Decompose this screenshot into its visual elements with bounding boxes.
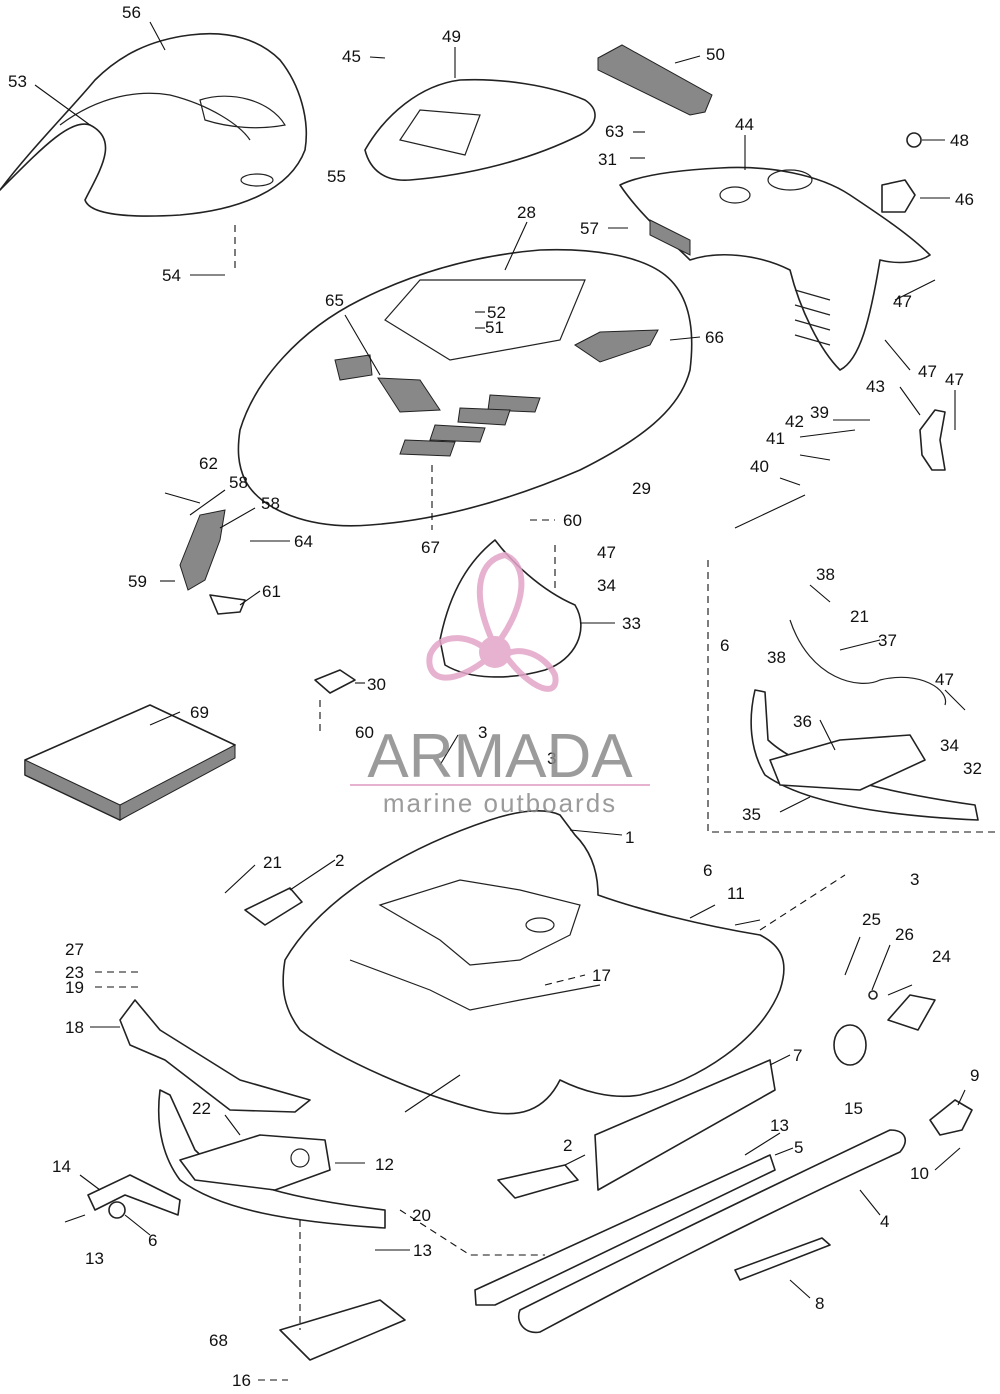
callout-41: 41 [766,429,785,448]
watermark-tagline: marine outboards [383,788,617,818]
callout-29: 29 [632,479,651,498]
callout-16: 16 [232,1371,251,1390]
callout-42: 42 [785,412,804,431]
callout-38-b: 38 [767,648,786,667]
callout-30: 30 [367,675,386,694]
callout-22: 22 [192,1099,211,1118]
callout-53: 53 [8,72,27,91]
callout-28: 28 [517,203,536,222]
callout-6-b: 6 [703,861,712,880]
callout-39: 39 [810,403,829,422]
callout-49: 49 [442,27,461,46]
callout-40: 40 [750,457,769,476]
callout-47-a: 47 [893,292,912,311]
callout-9: 9 [970,1066,979,1085]
callout-45: 45 [342,47,361,66]
callout-52: 52 [487,303,506,322]
callout-66: 66 [705,328,724,347]
callout-47-e: 47 [935,670,954,689]
callout-68: 68 [209,1331,228,1350]
callout-35: 35 [742,805,761,824]
callout-43: 43 [866,377,885,396]
callout-21-a: 21 [850,607,869,626]
callout-24: 24 [932,947,951,966]
callout-3-b: 3 [547,749,556,768]
callout-46: 46 [955,190,974,209]
callout-25: 25 [862,910,881,929]
callout-60-b: 60 [355,723,374,742]
callout-6-a: 6 [720,636,729,655]
callout-labels: 56 53 45 49 50 63 31 44 48 55 46 54 57 2… [8,3,982,1390]
callout-62: 62 [199,454,218,473]
callout-50: 50 [706,45,725,64]
callout-19: 19 [65,978,84,997]
callout-32: 32 [963,759,982,778]
callout-64: 64 [294,532,313,551]
callout-6-c: 6 [148,1231,157,1250]
callout-37: 37 [878,631,897,650]
callout-48: 48 [950,131,969,150]
callout-20: 20 [412,1206,431,1225]
callout-21-b: 21 [263,853,282,872]
callout-51: 51 [485,318,504,337]
callout-56: 56 [122,3,141,22]
callout-38-a: 38 [816,565,835,584]
callout-34-a: 34 [597,576,616,595]
callout-59: 59 [128,572,147,591]
callout-57: 57 [580,219,599,238]
callout-17: 17 [592,966,611,985]
callout-27: 27 [65,940,84,959]
callout-2-b: 2 [563,1136,572,1155]
leader-lines [34,21,966,1381]
callout-26: 26 [895,925,914,944]
callout-3-c: 3 [910,870,919,889]
callout-10: 10 [910,1164,929,1183]
callout-58-b: 58 [261,494,280,513]
armada-watermark: ARMADA marine outboards [350,551,650,818]
callout-3-a: 3 [478,723,487,742]
callout-2-a: 2 [335,851,344,870]
callout-54: 54 [162,266,181,285]
callout-8: 8 [815,1294,824,1313]
callout-47-b: 47 [918,362,937,381]
callout-55: 55 [327,167,346,186]
callout-23: 23 [65,963,84,982]
callout-61: 61 [262,582,281,601]
callout-67: 67 [421,538,440,557]
callout-47-c: 47 [945,370,964,389]
callout-65: 65 [325,291,344,310]
callout-13-b: 13 [85,1249,104,1268]
callout-7: 7 [793,1046,802,1065]
callout-33: 33 [622,614,641,633]
callout-11: 11 [727,884,745,903]
callout-12: 12 [375,1155,394,1174]
callout-58-a: 58 [229,473,248,492]
callout-31: 31 [598,150,617,169]
callout-34-b: 34 [940,736,959,755]
propeller-logo-icon [426,551,559,692]
part-drawings [0,32,1000,1361]
callout-69: 69 [190,703,209,722]
callout-36: 36 [793,712,812,731]
callout-44: 44 [735,115,754,134]
callout-18: 18 [65,1018,84,1037]
callout-47-d: 47 [597,543,616,562]
callout-13-c: 13 [413,1241,432,1260]
callout-63: 63 [605,122,624,141]
watermark-brand: ARMADA [367,722,633,791]
callout-60-a: 60 [563,511,582,530]
callout-1: 1 [625,828,634,847]
callout-5: 5 [794,1138,803,1157]
callout-14: 14 [52,1157,71,1176]
callout-4: 4 [880,1212,889,1231]
callout-13-a: 13 [770,1116,789,1135]
callout-15: 15 [844,1099,863,1118]
